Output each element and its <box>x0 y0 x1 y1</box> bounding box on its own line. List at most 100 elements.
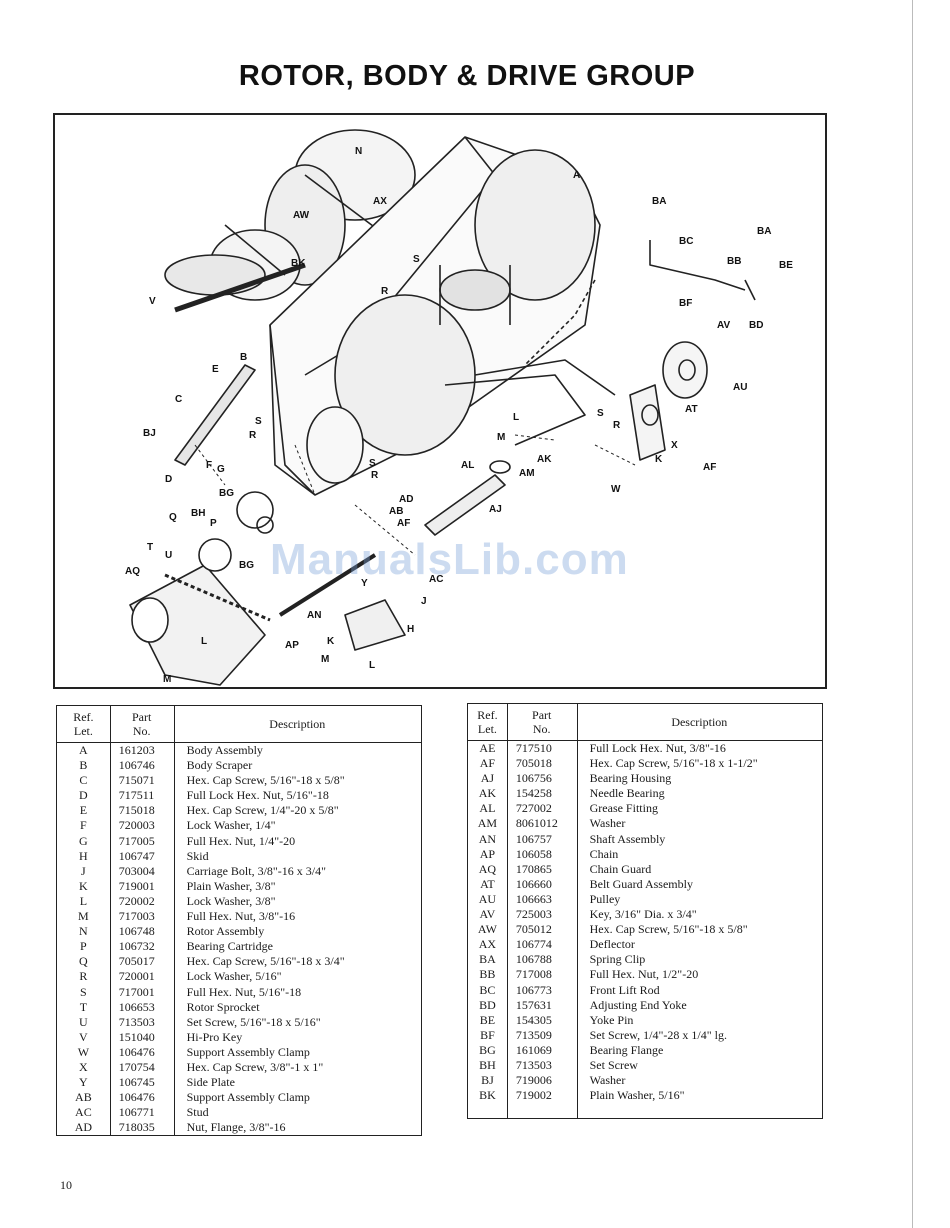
part-description: Hex. Cap Screw, 5/16"-18 x 1-1/2" <box>577 756 824 772</box>
ref-letter: AJ <box>467 771 508 787</box>
ref-letter: P <box>56 939 111 955</box>
part-number: 106732 <box>110 939 175 955</box>
exploded-diagram: N AX A BA BA BC BB BE AW BK S R V BF AV … <box>53 113 827 689</box>
part-description: Plain Washer, 5/16" <box>577 1088 824 1104</box>
ref-letter: AW <box>467 922 508 938</box>
part-number: 106663 <box>507 891 578 908</box>
header-ref-let: Ref. Let. <box>56 705 111 743</box>
ref-letter: C <box>56 773 111 789</box>
callout-label: BF <box>679 298 693 309</box>
part-description: Belt Guard Assembly <box>577 876 824 892</box>
callout-label: N <box>355 146 363 157</box>
part-description: Bearing Cartridge <box>174 939 423 955</box>
callout-label: AF <box>397 518 411 529</box>
ref-letter: D <box>56 788 111 804</box>
ref-letter: H <box>56 848 111 864</box>
ref-letter: V <box>56 1029 111 1045</box>
part-number: 161203 <box>110 742 175 759</box>
part-description: Set Screw <box>577 1057 824 1074</box>
ref-letter: BE <box>467 1012 508 1028</box>
part-number: 106771 <box>110 1105 175 1121</box>
callout-label: M <box>497 432 506 443</box>
callout-label: K <box>327 636 335 647</box>
part-number: 720002 <box>110 893 175 910</box>
callout-label: G <box>217 464 225 475</box>
part-description: Key, 3/16" Dia. x 3/4" <box>577 907 824 923</box>
part-number: 717008 <box>507 967 578 983</box>
shaft-assembly <box>278 460 511 617</box>
callout-label: BG <box>239 560 254 571</box>
ref-letter: F <box>56 818 111 834</box>
callout-label: Y <box>361 578 368 589</box>
callout-label: J <box>421 596 427 607</box>
part-number: 705017 <box>110 954 175 970</box>
callout-label: BD <box>749 320 764 331</box>
callout-label: L <box>513 412 520 423</box>
part-number: 154305 <box>507 1012 578 1028</box>
callout-label: AQ <box>125 566 140 577</box>
callout-label: R <box>249 430 257 441</box>
ref-letter: Y <box>56 1075 111 1091</box>
front-lift-rod <box>649 240 746 291</box>
part-description: Lock Washer, 3/8" <box>174 893 423 910</box>
callout-label: AJ <box>489 504 502 515</box>
part-description: Plain Washer, 3/8" <box>174 878 423 894</box>
callout-label: AF <box>703 462 717 473</box>
part-description: Skid <box>174 848 423 864</box>
part-number: 720003 <box>110 818 175 834</box>
part-number: 717511 <box>110 788 175 804</box>
callout-label: K <box>655 454 663 465</box>
callout-label: X <box>671 440 678 451</box>
callout-label: F <box>206 460 213 471</box>
part-number: 161069 <box>507 1042 578 1058</box>
header-part-no: Part No. <box>507 703 578 741</box>
part-description: Full Hex. Nut, 1/2"-20 <box>577 967 824 983</box>
part-number: 727002 <box>507 801 578 817</box>
ref-letter: BJ <box>467 1073 508 1089</box>
part-description: Body Assembly <box>174 742 423 759</box>
part-description: Support Assembly Clamp <box>174 1090 423 1106</box>
ref-letter: T <box>56 999 111 1015</box>
skid <box>344 599 406 651</box>
part-number: 719002 <box>507 1088 578 1104</box>
ref-letter: BD <box>467 997 508 1013</box>
callout-label: S <box>597 408 604 419</box>
callout-label: D <box>165 474 173 485</box>
callout-label: BC <box>679 236 694 247</box>
ref-letter: S <box>56 984 111 1000</box>
part-description: Yoke Pin <box>577 1012 824 1028</box>
callout-label: AL <box>461 460 475 471</box>
part-description: Hex. Cap Screw, 5/16"-18 x 5/8" <box>174 773 423 789</box>
part-number: 705012 <box>507 922 578 938</box>
ref-letter: AK <box>467 786 508 802</box>
callout-label: BK <box>291 258 306 269</box>
part-description: Hex. Cap Screw, 1/4"-20 x 5/8" <box>174 803 423 819</box>
ref-letter: AN <box>467 831 508 847</box>
ref-letter: AL <box>467 801 508 817</box>
callout-label: AB <box>389 506 404 517</box>
part-number: 170754 <box>110 1059 175 1076</box>
callout-label: E <box>212 364 219 375</box>
ref-letter: AB <box>56 1090 111 1106</box>
table-header-row: Ref. Let. Part No. Description <box>467 703 824 741</box>
ref-letter: AD <box>56 1120 111 1137</box>
callout-label: T <box>147 542 154 553</box>
